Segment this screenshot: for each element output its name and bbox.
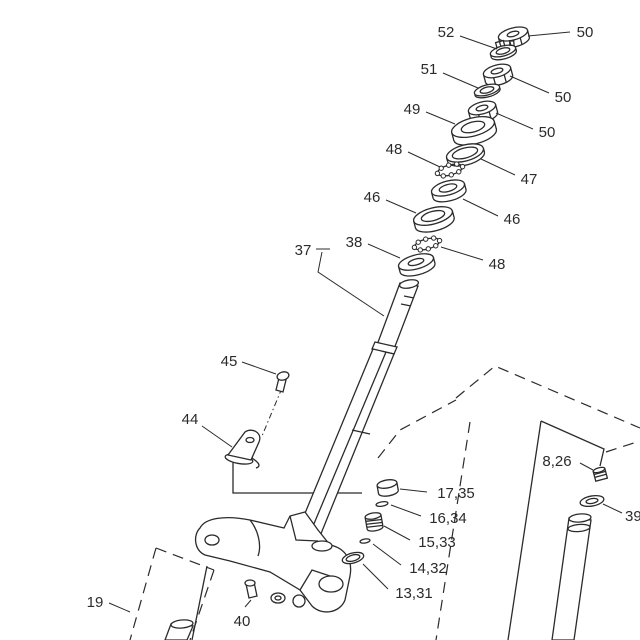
callout-46-left: 46 — [364, 189, 381, 206]
callout-48-lower: 48 — [489, 256, 506, 273]
lower-triple-clamp — [194, 511, 352, 613]
callout-8-26: 8,26 — [542, 453, 571, 470]
part-45-bolt — [275, 371, 290, 393]
part-17-35-cap — [376, 479, 399, 497]
left-fork-tube — [164, 565, 208, 640]
part-52-lock-washer — [489, 39, 518, 61]
callout-44: 44 — [182, 411, 199, 428]
callout-50-middle: 50 — [555, 89, 572, 106]
leader-lines — [108, 31, 623, 613]
part-50-middle-nut — [482, 63, 514, 87]
callout-19: 19 — [87, 594, 104, 611]
part-51-washer — [473, 83, 501, 99]
part-16-34-clip — [375, 500, 389, 508]
part-40-bolt — [244, 579, 306, 608]
callout-48-upper: 48 — [386, 141, 403, 158]
callout-49: 49 — [404, 101, 421, 118]
callout-46-right: 46 — [504, 211, 521, 228]
callout-38: 38 — [346, 234, 363, 251]
dashed-guide-lines — [129, 365, 640, 640]
callout-13-31: 13,31 — [395, 585, 433, 602]
callout-16-34: 16,34 — [429, 510, 467, 527]
callout-50-top: 50 — [577, 24, 594, 41]
callout-15-33: 15,33 — [418, 534, 456, 551]
callout-40: 40 — [234, 613, 251, 630]
callout-47: 47 — [521, 171, 538, 188]
part-46-upper-race — [430, 179, 467, 203]
part-38-cone — [397, 253, 436, 277]
part-49-bearing-race — [450, 115, 498, 146]
callout-labels: 52 50 51 50 49 50 48 47 46 46 37 38 48 4… — [87, 24, 640, 630]
part-44-bracket — [224, 429, 261, 469]
part-39-washer — [579, 495, 605, 507]
part-47-bearing-cup — [445, 143, 486, 167]
part-37-steering-stem — [295, 279, 420, 542]
callout-17-35: 17,35 — [437, 485, 475, 502]
callout-51: 51 — [421, 61, 438, 78]
callout-39: 39 — [625, 508, 640, 525]
part-15-33-bushing — [364, 512, 384, 532]
part-14-32-ring — [359, 538, 371, 544]
right-fork-tube — [551, 513, 592, 640]
part-48-lower-ball-retainer — [411, 235, 443, 253]
callout-14-32: 14,32 — [409, 560, 447, 577]
part-46-lower-race — [412, 206, 455, 233]
callout-37: 37 — [295, 242, 312, 259]
callout-45: 45 — [221, 353, 238, 370]
part-8-26-plug — [592, 466, 609, 483]
callout-50-lower: 50 — [539, 124, 556, 141]
part-13-31-seal — [341, 551, 365, 565]
callout-52: 52 — [438, 24, 455, 41]
part-48-upper-ball-retainer — [434, 161, 466, 179]
